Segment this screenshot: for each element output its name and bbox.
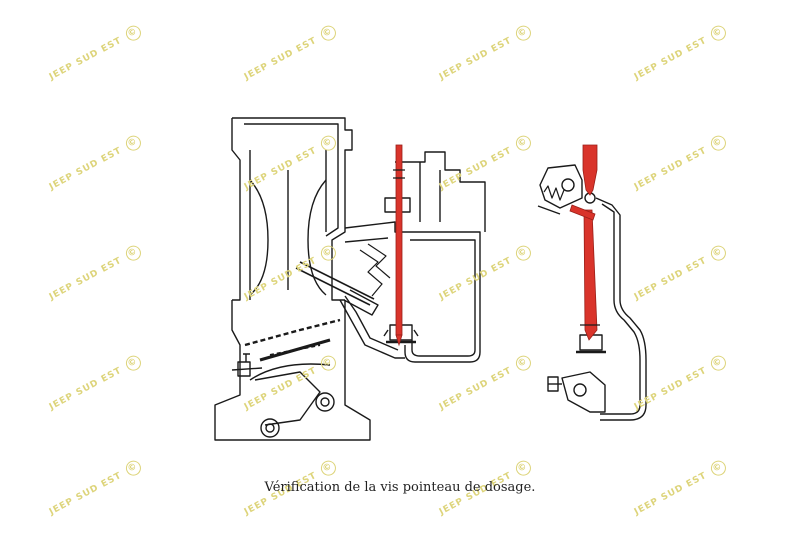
- linkage-detail: [537, 164, 647, 421]
- diagram-caption: Vérification de la vis pointeau de dosag…: [264, 480, 536, 495]
- carburetor-cross-section: [214, 117, 486, 441]
- metering-needle: [395, 144, 598, 347]
